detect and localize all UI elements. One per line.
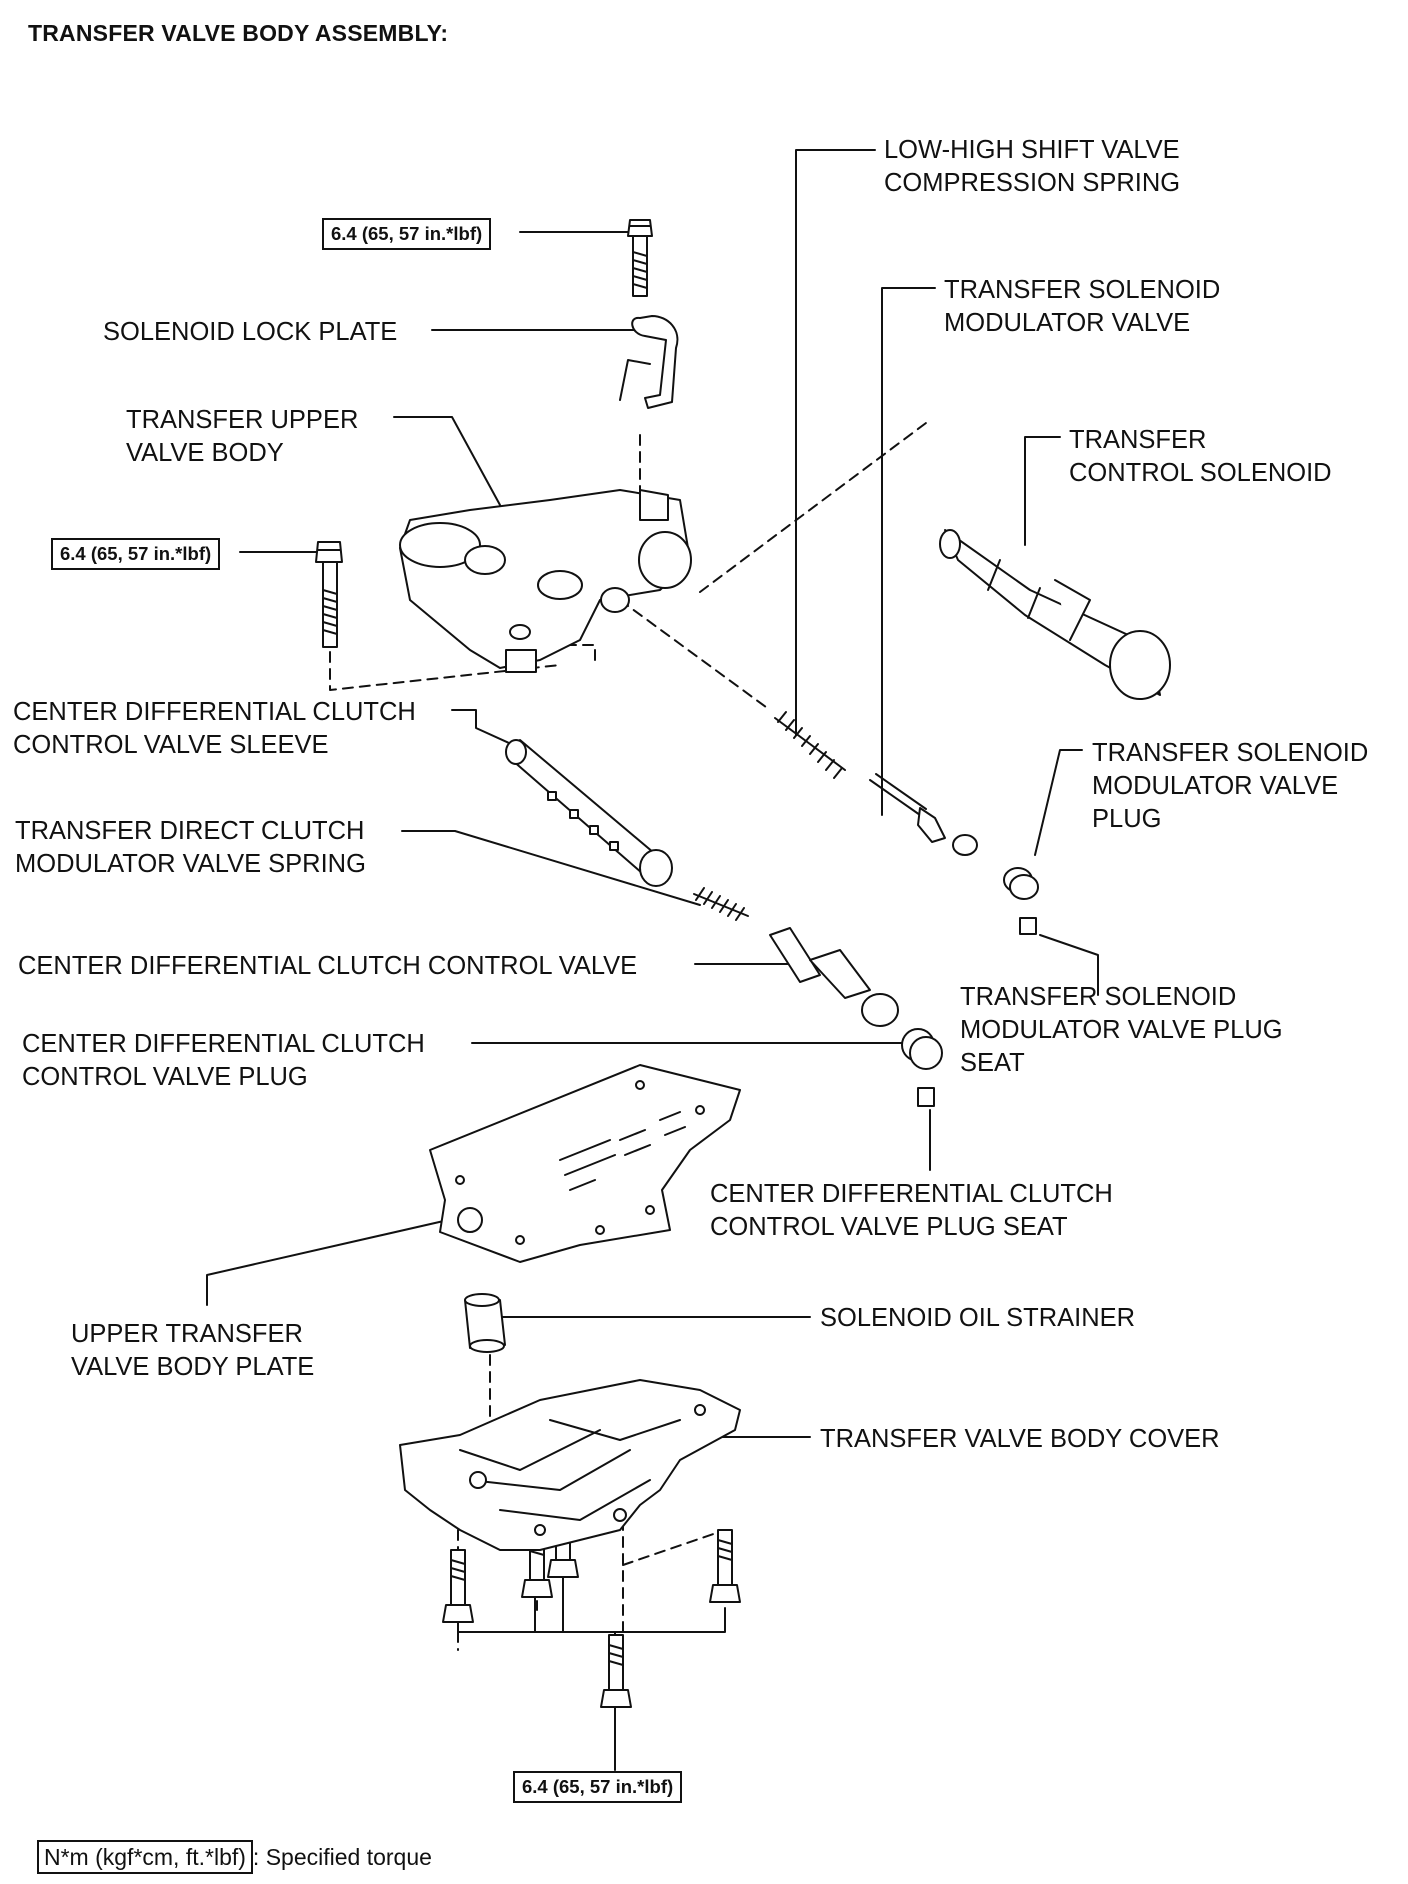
torque-spec-top: 6.4 (65, 57 in.*lbf) bbox=[322, 218, 492, 250]
solenoid-lock-plate bbox=[619, 315, 679, 409]
cd-control-valve-plug bbox=[901, 1028, 943, 1070]
modulator-valve-plug-seat bbox=[1019, 917, 1037, 935]
low-high-spring bbox=[774, 711, 846, 779]
cd-control-valve bbox=[769, 927, 899, 1027]
modulator-valve bbox=[869, 773, 978, 856]
bolt-left bbox=[315, 541, 343, 648]
legend-text: : Specified torque bbox=[252, 1844, 432, 1870]
label-solenoid-lock-plate: SOLENOID LOCK PLATE bbox=[103, 318, 398, 346]
bolt-top bbox=[627, 219, 653, 297]
label-oil-strainer: SOLENOID OIL STRAINER bbox=[820, 1304, 1136, 1332]
label-valve-body-cover: TRANSFER VALVE BODY COVER bbox=[820, 1425, 1220, 1453]
label-cd-control-valve: CENTER DIFFERENTIAL CLUTCH CONTROL VALVE bbox=[18, 952, 638, 980]
upper-valve-body bbox=[399, 489, 692, 673]
page-title: TRANSFER VALVE BODY ASSEMBLY: bbox=[28, 20, 449, 46]
torque-spec-bottom: 6.4 (65, 57 in.*lbf) bbox=[513, 1771, 683, 1803]
legend-unit-box: N*m (kgf*cm, ft.*lbf) bbox=[37, 1840, 253, 1874]
leader-lines bbox=[206, 149, 1099, 1771]
bolt-bottom-1 bbox=[442, 1549, 474, 1623]
cd-control-valve-sleeve bbox=[505, 739, 673, 887]
direct-clutch-spring bbox=[693, 887, 749, 921]
cd-control-valve-plug-seat bbox=[917, 1087, 935, 1107]
transfer-control-solenoid bbox=[939, 529, 1171, 700]
transfer-valve-body-cover bbox=[399, 1379, 741, 1551]
bolt-bottom-4 bbox=[600, 1634, 632, 1708]
torque-spec-left: 6.4 (65, 57 in.*lbf) bbox=[51, 538, 221, 570]
modulator-valve-plug bbox=[1003, 867, 1039, 900]
upper-valve-body-plate bbox=[429, 1064, 741, 1263]
torque-legend: N*m (kgf*cm, ft.*lbf): Specified torque bbox=[37, 1840, 432, 1874]
bolt-bottom-5 bbox=[709, 1529, 741, 1603]
solenoid-oil-strainer bbox=[464, 1293, 506, 1353]
